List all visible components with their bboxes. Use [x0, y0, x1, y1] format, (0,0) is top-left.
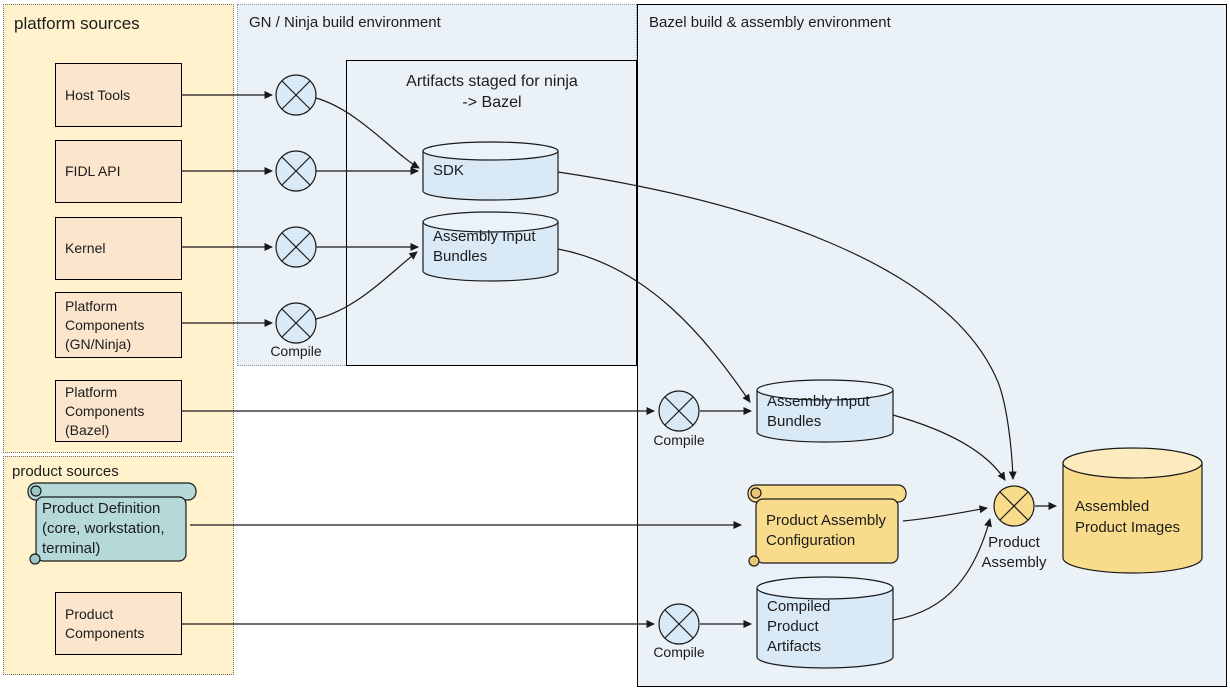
panel-title-gn-env: GN / Ninja build environment — [249, 14, 441, 31]
node-host-tools: Host Tools — [55, 63, 182, 127]
node-platform-components-bazel: Platform Components (Bazel) — [55, 380, 182, 442]
node-kernel: Kernel — [55, 217, 182, 280]
staging-box-title: Artifacts staged for ninja -> Bazel — [406, 73, 578, 111]
panel-title-platform-sources: platform sources — [14, 14, 140, 33]
node-host-tools-label: Host Tools — [65, 86, 131, 103]
node-fidl-api: FIDL API — [55, 140, 182, 203]
panel-bazel-environment — [637, 4, 1227, 687]
node-platform-components-gn: Platform Components (GN/Ninja) — [55, 292, 182, 358]
assembly-input-bundles-bazel-label: Assembly Input Bundles — [767, 393, 870, 430]
compile-label-bazel-2: Compile — [653, 644, 705, 660]
sdk-label: SDK — [433, 162, 464, 179]
compile-label-gn: Compile — [270, 343, 322, 359]
compiled-product-artifacts-label: Compiled Product Artifacts — [767, 598, 831, 655]
node-product-components-label: Product Components — [65, 605, 145, 641]
assembly-input-bundles-gn-label: Assembly Input Bundles — [433, 228, 536, 265]
assembled-product-images-label: Assembled Product Images — [1075, 498, 1181, 536]
node-kernel-label: Kernel — [65, 240, 106, 256]
panel-title-bazel-env: Bazel build & assembly environment — [649, 14, 891, 31]
node-product-components: Product Components — [55, 592, 182, 655]
product-definition-label: Product Definition (core, workstation, t… — [42, 500, 165, 557]
panel-title-product-sources: product sources — [12, 463, 119, 480]
node-platform-components-gn-label: Platform Components (GN/Ninja) — [65, 297, 145, 352]
product-assembly-configuration-label: Product Assembly Configuration — [766, 512, 887, 549]
product-assembly-label: Product Assembly — [981, 534, 1047, 571]
node-fidl-api-label: FIDL API — [65, 163, 121, 179]
node-platform-components-bazel-label: Platform Components (Bazel) — [65, 383, 145, 438]
compile-label-bazel-1: Compile — [653, 432, 705, 448]
